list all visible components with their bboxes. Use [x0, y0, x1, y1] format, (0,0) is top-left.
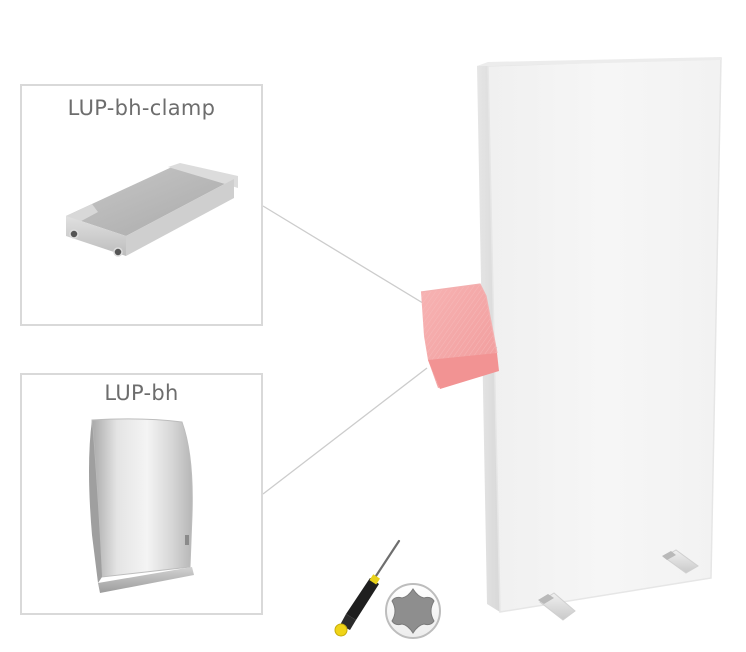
bh-part-image [89, 418, 194, 593]
connector-line-bh [262, 367, 428, 495]
display-panel [477, 57, 722, 613]
panel-foot-left [538, 592, 576, 621]
callout-lup-bh: LUP-bh [20, 373, 263, 615]
callout-label-bh: LUP-bh [104, 381, 179, 405]
highlighted-bracket [420, 283, 499, 389]
callout-label-clamp: LUP-bh-clamp [67, 96, 216, 120]
callout-lup-bh-clamp: LUP-bh-clamp [20, 84, 263, 326]
panel-foot-right [662, 549, 699, 574]
torx-icon [385, 583, 441, 639]
screwdriver-icon [334, 539, 401, 637]
clamp-part-image [66, 163, 238, 257]
